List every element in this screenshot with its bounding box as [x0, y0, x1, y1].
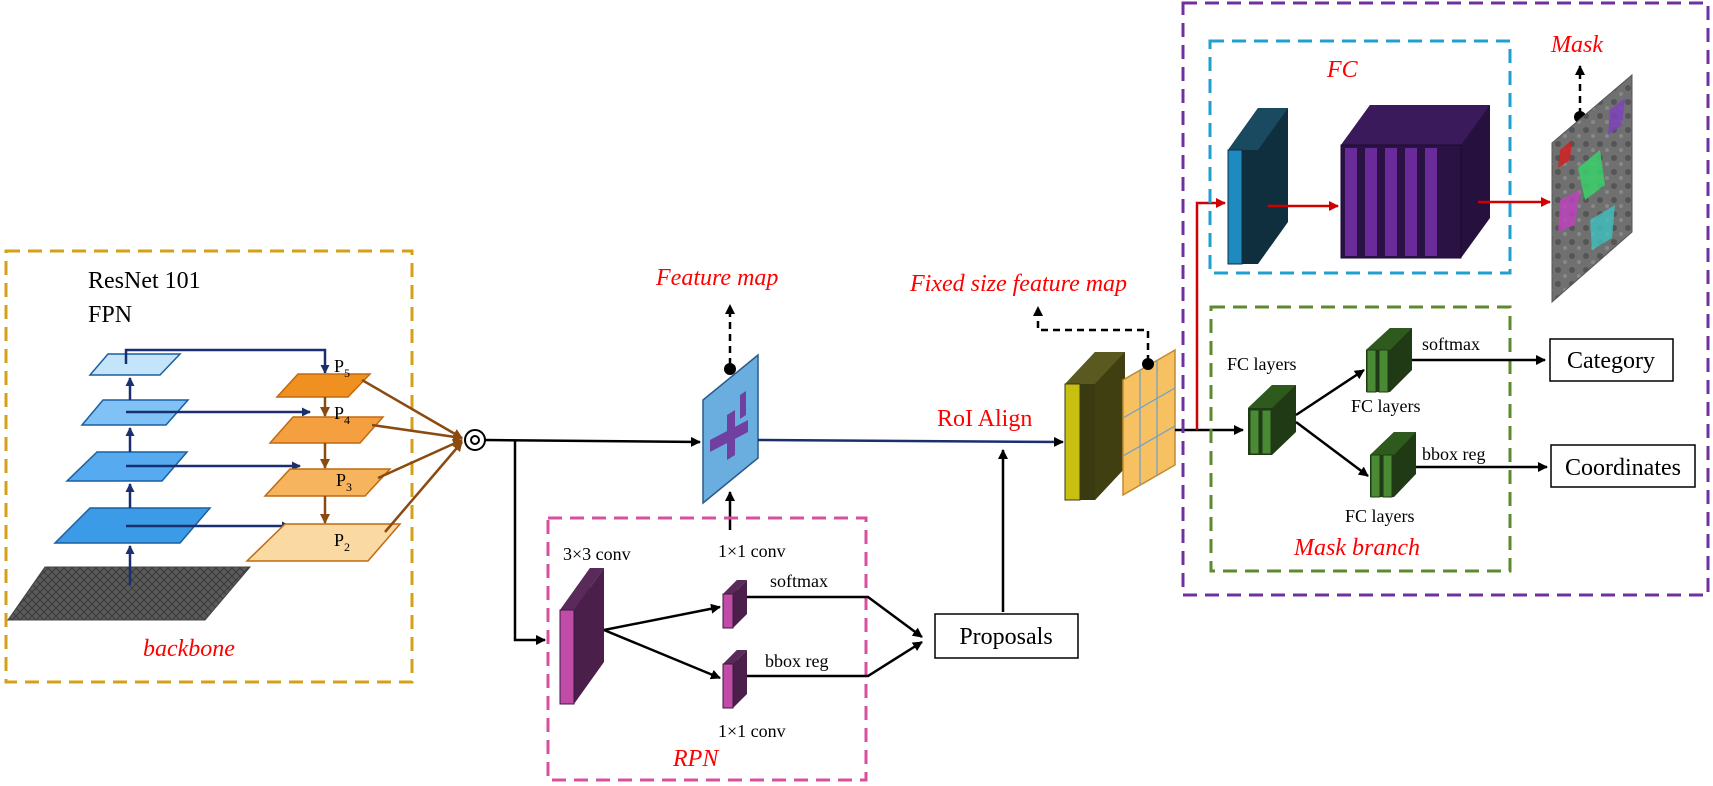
- fixed-map-pointer: [1033, 306, 1150, 362]
- merge-arrow-p2: [384, 441, 463, 533]
- mask-seg-green: [1578, 150, 1605, 200]
- category-label: Category: [1567, 348, 1655, 374]
- fc-layer-block-left: [1248, 385, 1296, 455]
- feature-map-glyph-v2: [740, 391, 746, 419]
- input-image: [7, 566, 252, 621]
- mb-bbox-reg-label: bbox reg: [1422, 444, 1485, 464]
- lateral-p5: [124, 348, 330, 374]
- merge-node: [464, 429, 486, 451]
- fc-layers-left-label: FC layers: [1227, 354, 1297, 374]
- merge-arrow-p3: [377, 438, 463, 480]
- mask-branch-section: Mask branch FC layers FC layers FC layer…: [1209, 305, 1512, 573]
- feature-map-label: Feature map: [655, 265, 778, 291]
- rpn-bbox-reg-label: bbox reg: [765, 651, 828, 671]
- fpn-p5-layer: [275, 373, 372, 398]
- fc-purple-block: [1340, 105, 1490, 259]
- backbone-border: [4, 249, 414, 684]
- mask-seg-purple: [1608, 98, 1625, 135]
- arrow-to-rpn: [513, 440, 546, 645]
- mask-seg-red: [1558, 140, 1572, 168]
- fc-teal-block: [1227, 108, 1288, 265]
- backbone-title-line1: ResNet 101: [88, 268, 201, 294]
- arrow-feature-map-to-roi: [757, 436, 1064, 447]
- fc-layers-bottom-label: FC layers: [1345, 506, 1415, 526]
- rpn-conv1-top-block: [722, 580, 747, 629]
- rpn-border: [546, 516, 868, 782]
- mask-branch-border: [1209, 305, 1512, 573]
- rpn-caption: RPN: [672, 746, 720, 772]
- proposals-box: [934, 613, 1079, 659]
- rpn-conv1-top-label: 1×1 conv: [718, 541, 786, 561]
- proposals-label: Proposals: [959, 624, 1052, 650]
- fpn-p3-layer: [263, 468, 392, 497]
- merge-arrow-p5: [361, 378, 463, 440]
- roi-feature-block: [1064, 352, 1125, 501]
- fc-layer-block-top: [1366, 328, 1412, 393]
- rpn-softmax-label: softmax: [770, 571, 828, 591]
- rpn-bbox-to-proposals: [747, 640, 923, 678]
- mask-seg-magenta: [1558, 190, 1580, 232]
- feature-map-glyph-v1: [727, 410, 735, 460]
- fc-caption: FC: [1326, 57, 1359, 83]
- coordinates-box: [1550, 444, 1696, 488]
- roi-align-label: RoI Align: [937, 406, 1032, 432]
- head-outer-border: [1181, 1, 1710, 597]
- fc-layer-block-bottom: [1370, 432, 1416, 498]
- mask-label: Mask: [1550, 32, 1603, 58]
- arrow-roi-to-fc: [1195, 198, 1226, 430]
- fixed-map-pointer-dot: [1142, 358, 1154, 370]
- mask-seg-cyan: [1590, 205, 1615, 250]
- mask-branch-caption: Mask branch: [1293, 535, 1420, 561]
- mb-softmax-label: softmax: [1422, 334, 1480, 354]
- category-box: [1549, 338, 1674, 382]
- mask-output: Mask: [1550, 32, 1633, 304]
- rpn-arrow-to-bottom: [603, 628, 721, 680]
- rpn-section: RPN 3×3 conv 1×1 conv 1×1 conv softmax b…: [546, 516, 923, 782]
- coordinates-label: Coordinates: [1565, 455, 1681, 481]
- rpn-conv3-block: [559, 568, 604, 705]
- backbone-section: ResNet 101 FPN backbone P5 P4 P3 P: [4, 249, 463, 684]
- mb-arrow-to-bottom: [1295, 421, 1369, 477]
- rpn-arrow-to-top: [603, 603, 721, 632]
- fc-layers-top-label: FC layers: [1351, 396, 1421, 416]
- fc-border: [1208, 39, 1512, 275]
- backbone-title-line2: FPN: [88, 302, 132, 328]
- fixed-size-feature-map-grid: [1122, 348, 1176, 497]
- feature-map-section: Feature map: [655, 265, 778, 530]
- fpn-p2-layer: [245, 523, 402, 562]
- fpn-p4-layer: [268, 416, 385, 444]
- fc-section: FC: [1208, 39, 1551, 275]
- merge-arrow-p4: [371, 423, 463, 442]
- feature-map-pointer-dot: [724, 363, 736, 375]
- rpn-softmax-to-proposals: [747, 595, 923, 639]
- rpn-conv1-bottom-label: 1×1 conv: [718, 721, 786, 741]
- backbone-caption: backbone: [143, 636, 235, 662]
- fixed-size-feature-map-label: Fixed size feature map: [909, 271, 1127, 297]
- mb-arrow-to-top: [1295, 368, 1365, 417]
- rpn-conv3-label: 3×3 conv: [563, 544, 631, 564]
- rpn-conv1-bottom-block: [722, 650, 747, 709]
- arrow-to-feature-map: [484, 436, 701, 447]
- backbone-layer-4: [88, 353, 182, 376]
